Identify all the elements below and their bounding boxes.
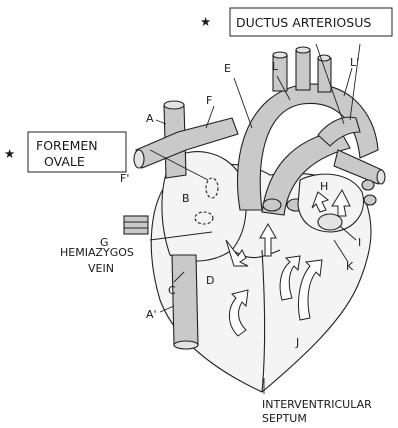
- pulmonary-artery-right-end: [377, 170, 385, 184]
- letter-j: J: [295, 336, 299, 349]
- ductus-arteriosus-label: DUCTUS ARTERIOSUS: [236, 15, 371, 30]
- superior-vena-cava-top: [164, 101, 184, 109]
- inferior-vena-cava-bottom: [174, 341, 198, 349]
- letter-g: G: [100, 236, 109, 249]
- letter-a: A: [146, 112, 154, 125]
- pulmonary-vein-1: [263, 199, 281, 211]
- arch-branch-3: [318, 58, 331, 92]
- interventricular-label-2: SEPTUM: [262, 412, 307, 425]
- inferior-vena-cava: [172, 255, 198, 345]
- hemiazygos-label-2: VEIN: [88, 262, 114, 275]
- letter-f-prime: F': [120, 172, 129, 185]
- letter-f: F: [206, 94, 212, 107]
- foramen-star-icon: ★: [4, 146, 15, 161]
- letter-d: D: [206, 274, 214, 287]
- pulmonary-vein-4: [364, 195, 376, 205]
- vessel-f-end: [134, 150, 144, 168]
- foramen-ovale-label-2: OVALE: [44, 154, 85, 169]
- letter-k: K: [346, 260, 354, 273]
- arch-branch-1-top: [273, 52, 287, 58]
- leader-l-prime: [344, 68, 352, 96]
- letter-i: I: [358, 236, 361, 249]
- letter-e: E: [224, 62, 231, 75]
- ductus-star-icon: ★: [200, 14, 211, 29]
- foramen-ovale-label-1: FOREMEN: [36, 138, 98, 153]
- arch-branch-2: [296, 50, 310, 90]
- hemiazygos-vein: [124, 216, 148, 234]
- pulmonary-vein-3: [362, 180, 374, 190]
- hemiazygos-label-1: HEMIAZYGOS: [60, 246, 134, 259]
- letter-l: L: [272, 60, 279, 73]
- letter-h: H: [320, 180, 328, 193]
- interventricular-label-1: INTERVENTRICULAR: [262, 398, 372, 411]
- letter-l-prime: L': [350, 56, 359, 69]
- letter-b: B: [182, 192, 190, 205]
- arch-branch-2-top: [296, 47, 310, 53]
- letter-c: C: [168, 284, 176, 297]
- letter-a-prime: A': [146, 308, 157, 321]
- leader-e: [234, 78, 252, 128]
